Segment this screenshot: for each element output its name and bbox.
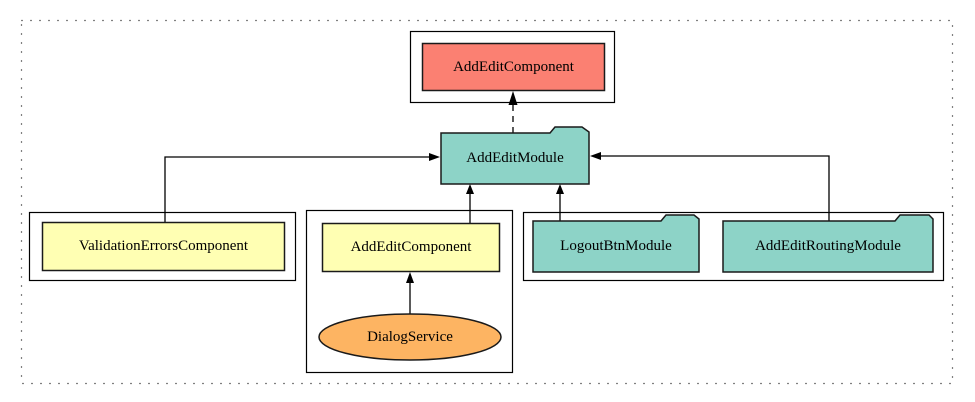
node-label-bootstrap-component[interactable]: AddEditComponent [453, 58, 574, 75]
node-label-validation-errors-component[interactable]: ValidationErrorsComponent [78, 238, 249, 254]
arrowhead-dialogservice [406, 272, 414, 283]
node-label-logout-btn-module[interactable]: LogoutBtnModule [560, 238, 672, 254]
edge-validationerrors-to-module [164, 156, 429, 222]
node-shape-validation-errors-component[interactable] [41, 221, 286, 272]
node-shape-addedit-module[interactable] [440, 126, 590, 185]
edge-group [164, 91, 830, 315]
arrowhead-validationerrors [429, 153, 440, 161]
node-label-dialog-service[interactable]: DialogService [367, 328, 453, 345]
edge-routingmodule-to-module [601, 155, 830, 221]
node-label-addedit-module[interactable]: AddEditModule [466, 150, 564, 166]
arrowhead-routingmodule [590, 152, 601, 160]
arrowhead-module-bootstrap [508, 91, 518, 105]
node-label-addedit-routing-module[interactable]: AddEditRoutingModule [755, 238, 901, 254]
node-label-addedit-component[interactable]: AddEditComponent [350, 239, 472, 255]
node-shape-addedit-component[interactable] [321, 222, 501, 273]
node-shape-logout-btn-module[interactable] [532, 214, 700, 273]
arrowhead-logoutbtn [556, 184, 564, 194]
node-shape-dialog-service[interactable] [318, 313, 502, 361]
node-shape-bootstrap-component[interactable] [421, 42, 606, 92]
arrowhead-addeditcomponent [466, 184, 474, 194]
node-shape-addedit-routing-module[interactable] [722, 214, 934, 273]
